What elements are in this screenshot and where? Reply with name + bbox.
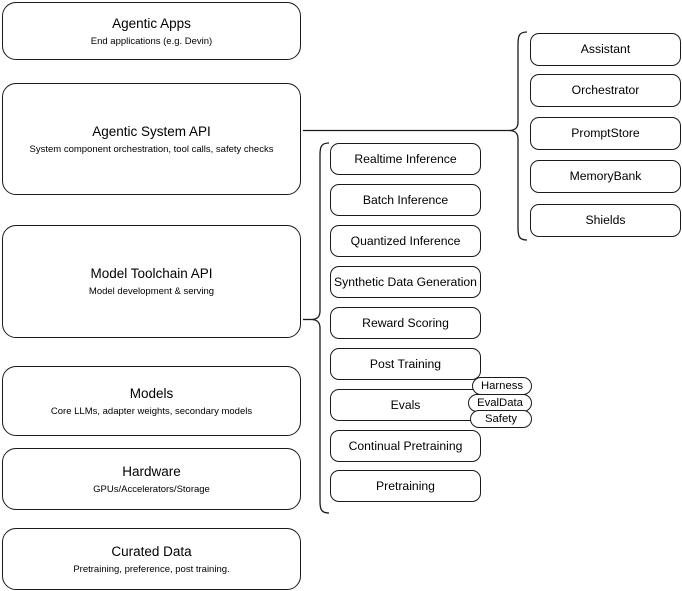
layer-subtitle: Core LLMs, adapter weights, secondary mo…: [50, 405, 253, 417]
toolchain-component-realtime-inference[interactable]: Realtime Inference: [330, 143, 481, 175]
evals-badge-label: EvalData: [477, 396, 523, 409]
evals-badge-harness[interactable]: Harness: [472, 377, 532, 395]
toolchain-component-label: Quantized Inference: [350, 233, 461, 248]
layer-subtitle: System component orchestration, tool cal…: [29, 143, 274, 155]
toolchain-component-label: Reward Scoring: [362, 315, 449, 330]
system-component-label: Assistant: [580, 42, 631, 56]
toolchain-component-continual-pretraining[interactable]: Continual Pretraining: [330, 430, 481, 462]
layer-hardware[interactable]: Hardware GPUs/Accelerators/Storage: [2, 448, 301, 510]
toolchain-component-label: Synthetic Data Generation: [334, 274, 477, 289]
system-component-label: PromptStore: [571, 126, 640, 140]
layer-title: Hardware: [122, 463, 181, 479]
layer-title: Agentic System API: [92, 123, 211, 139]
evals-badge-label: Harness: [480, 379, 524, 392]
system-component-assistant[interactable]: Assistant: [530, 33, 681, 66]
layer-title: Curated Data: [111, 543, 192, 559]
layer-title: Model Toolchain API: [90, 266, 213, 281]
layer-curated-data[interactable]: Curated Data Pretraining, preference, po…: [2, 528, 301, 590]
evals-badge-label: Safety: [484, 412, 518, 425]
layer-subtitle: Model development & serving: [88, 286, 215, 297]
toolchain-component-label: Realtime Inference: [354, 151, 457, 166]
layer-subtitle: End applications (e.g. Devin): [90, 35, 213, 47]
toolchain-component-batch-inference[interactable]: Batch Inference: [330, 184, 481, 216]
toolchain-component-label: Pretraining: [376, 478, 435, 493]
layer-title: Agentic Apps: [112, 15, 191, 31]
system-component-label: Orchestrator: [571, 83, 640, 97]
evals-badge-safety[interactable]: Safety: [470, 410, 532, 428]
system-component-shields[interactable]: Shields: [530, 204, 681, 237]
system-components-brace: [508, 31, 528, 241]
toolchain-component-pretraining[interactable]: Pretraining: [330, 470, 481, 502]
system-component-label: Shields: [585, 213, 626, 227]
system-component-label: MemoryBank: [569, 169, 642, 183]
system-component-memorybank[interactable]: MemoryBank: [530, 160, 681, 193]
layer-agentic-apps[interactable]: Agentic Apps End applications (e.g. Devi…: [2, 2, 301, 60]
layer-title: Models: [129, 385, 174, 401]
layer-agentic-system-api[interactable]: Agentic System API System component orch…: [2, 83, 301, 195]
toolchain-component-label: Batch Inference: [362, 192, 449, 207]
toolchain-component-label: Continual Pretraining: [348, 438, 463, 453]
system-component-orchestrator[interactable]: Orchestrator: [530, 74, 681, 107]
toolchain-components-brace: [310, 142, 330, 514]
layer-model-toolchain-api[interactable]: Model Toolchain API Model development & …: [2, 225, 301, 338]
toolchain-component-evals[interactable]: Evals: [330, 389, 481, 421]
toolchain-component-reward-scoring[interactable]: Reward Scoring: [330, 307, 481, 339]
toolchain-component-label: Evals: [390, 397, 421, 412]
layer-subtitle: Pretraining, preference, post training.: [73, 563, 230, 575]
toolchain-component-post-training[interactable]: Post Training: [330, 348, 481, 380]
toolchain-component-quantized-inference[interactable]: Quantized Inference: [330, 225, 481, 257]
layer-models[interactable]: Models Core LLMs, adapter weights, secon…: [2, 366, 301, 436]
layer-subtitle: GPUs/Accelerators/Storage: [93, 483, 210, 495]
system-component-promptstore[interactable]: PromptStore: [530, 117, 681, 150]
toolchain-component-label: Post Training: [369, 356, 442, 371]
toolchain-component-synthetic-data-generation[interactable]: Synthetic Data Generation: [330, 266, 481, 298]
